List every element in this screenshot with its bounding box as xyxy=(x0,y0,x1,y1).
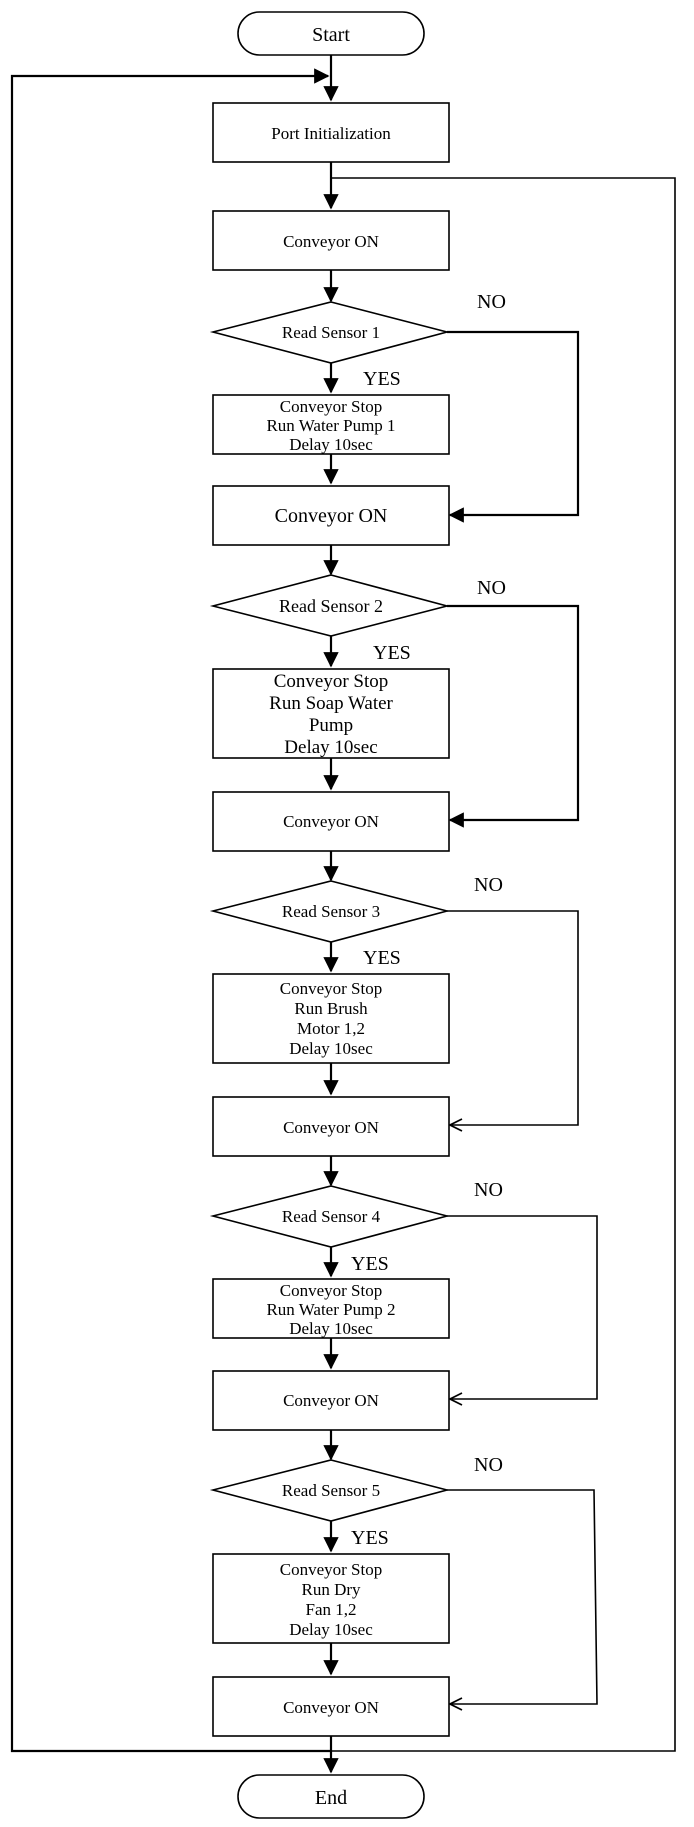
read-sensor-1-label: Read Sensor 1 xyxy=(282,323,380,342)
conveyor-on-label-5: Conveyor ON xyxy=(283,1391,379,1410)
conveyor-on-process-1: Conveyor ON xyxy=(212,210,450,271)
read-sensor-1-decision: Read Sensor 1 YES NO xyxy=(209,291,506,390)
yes-label-3: YES xyxy=(363,947,401,969)
end-terminal: End xyxy=(237,1774,425,1819)
action-1-line-2: Run Water Pump 1 xyxy=(266,416,395,435)
action-process-2: Conveyor Stop Run Soap Water Pump Delay … xyxy=(212,668,450,759)
action-process-3: Conveyor Stop Run Brush Motor 1,2 Delay … xyxy=(212,973,450,1064)
action-5-line-4: Delay 10sec xyxy=(289,1620,373,1639)
read-sensor-2-decision: Read Sensor 2 YES NO xyxy=(209,574,506,664)
no-label-2: NO xyxy=(477,577,506,599)
read-sensor-4-decision: Read Sensor 4 YES NO xyxy=(209,1179,503,1275)
read-sensor-3-label: Read Sensor 3 xyxy=(282,902,380,921)
conveyor-on-process-4: Conveyor ON xyxy=(212,1096,450,1157)
action-1-line-3: Delay 10sec xyxy=(289,435,373,454)
action-4-line-1: Conveyor Stop xyxy=(280,1281,382,1300)
action-process-1: Conveyor Stop Run Water Pump 1 Delay 10s… xyxy=(212,394,450,455)
end-label: End xyxy=(315,1787,347,1809)
connectors xyxy=(10,55,676,1774)
action-process-5: Conveyor Stop Run Dry Fan 1,2 Delay 10se… xyxy=(212,1553,450,1644)
action-process-4: Conveyor Stop Run Water Pump 2 Delay 10s… xyxy=(212,1278,450,1339)
port-initialization-process: Port Initialization xyxy=(212,102,450,163)
conveyor-on-label-6: Conveyor ON xyxy=(283,1698,379,1717)
start-terminal: Start xyxy=(237,11,425,56)
action-4-line-3: Delay 10sec xyxy=(289,1319,373,1338)
action-3-line-2: Run Brush xyxy=(294,999,368,1018)
action-5-line-2: Run Dry xyxy=(301,1580,361,1599)
conveyor-on-label-2: Conveyor ON xyxy=(275,505,388,527)
action-3-line-3: Motor 1,2 xyxy=(297,1019,365,1038)
read-sensor-4-label: Read Sensor 4 xyxy=(282,1207,381,1226)
action-2-line-3: Pump xyxy=(309,715,353,736)
yes-label-1: YES xyxy=(363,368,401,390)
action-5-line-1: Conveyor Stop xyxy=(280,1560,382,1579)
conveyor-on-label-3: Conveyor ON xyxy=(283,812,379,831)
conveyor-on-process-5: Conveyor ON xyxy=(212,1370,450,1431)
no-label-5: NO xyxy=(474,1454,503,1476)
no-label-4: NO xyxy=(474,1179,503,1201)
yes-label-5: YES xyxy=(351,1527,389,1549)
conveyor-on-process-3: Conveyor ON xyxy=(212,791,450,852)
conveyor-on-process-2: Conveyor ON xyxy=(212,485,450,546)
conveyor-on-label-4: Conveyor ON xyxy=(283,1118,379,1137)
action-2-line-4: Delay 10sec xyxy=(284,737,377,758)
read-sensor-2-label: Read Sensor 2 xyxy=(279,596,383,616)
port-initialization-label: Port Initialization xyxy=(271,124,391,143)
action-2-line-2: Run Soap Water xyxy=(269,693,393,714)
action-1-line-1: Conveyor Stop xyxy=(280,397,382,416)
yes-label-4: YES xyxy=(351,1253,389,1275)
action-4-line-2: Run Water Pump 2 xyxy=(266,1300,395,1319)
read-sensor-5-decision: Read Sensor 5 YES NO xyxy=(209,1454,503,1549)
conveyor-on-label-1: Conveyor ON xyxy=(283,232,379,251)
action-3-line-4: Delay 10sec xyxy=(289,1039,373,1058)
action-3-line-1: Conveyor Stop xyxy=(280,979,382,998)
read-sensor-3-decision: Read Sensor 3 YES NO xyxy=(209,874,503,969)
start-label: Start xyxy=(312,24,350,46)
yes-label-2: YES xyxy=(373,642,411,664)
conveyor-on-process-6: Conveyor ON xyxy=(212,1676,450,1737)
no-label-1: NO xyxy=(477,291,506,313)
action-2-line-1: Conveyor Stop xyxy=(274,671,389,692)
read-sensor-5-label: Read Sensor 5 xyxy=(282,1481,380,1500)
action-5-line-3: Fan 1,2 xyxy=(306,1600,357,1619)
no-label-3: NO xyxy=(474,874,503,896)
